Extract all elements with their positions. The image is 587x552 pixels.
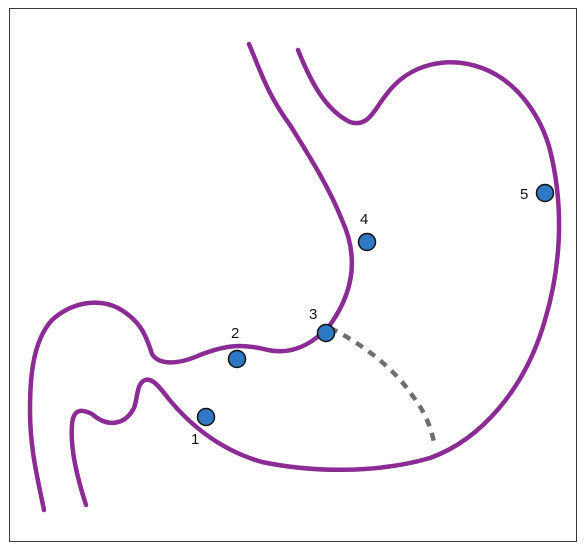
marker-2-dot [229,351,246,368]
marker-4-dot [359,234,376,251]
marker-1-label: 1 [191,431,199,448]
marker-1-dot [198,409,215,426]
marker-5-label: 5 [520,186,528,203]
marker-2-label: 2 [231,325,239,342]
marker-3-dot [318,325,335,342]
marker-3-label: 3 [309,306,317,323]
marker-4: 4 [359,211,376,251]
antrum-boundary-dashed-line [330,328,434,442]
greater-curvature-outline [72,50,559,505]
marker-4-label: 4 [360,211,368,228]
marker-5: 5 [520,185,554,204]
marker-5-dot [537,185,554,202]
